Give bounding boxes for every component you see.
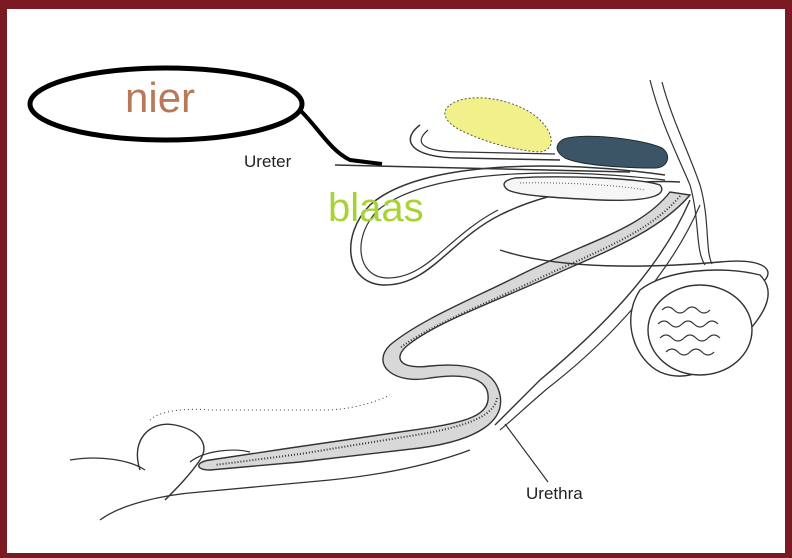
urethra-label: Urethra bbox=[526, 484, 583, 504]
nier-leader-line bbox=[300, 110, 382, 164]
ureter-label: Ureter bbox=[244, 152, 291, 172]
body-outline-top bbox=[150, 395, 390, 420]
testis bbox=[648, 285, 752, 375]
urethra-tube bbox=[199, 192, 690, 470]
urethra-pointer bbox=[505, 424, 548, 482]
blaas-label: blaas bbox=[328, 186, 424, 231]
spermatic-cord-2 bbox=[662, 82, 712, 264]
dark-gland bbox=[557, 136, 668, 168]
seminal-vesicle bbox=[445, 98, 551, 152]
prepuce bbox=[137, 424, 203, 500]
spermatic-cord bbox=[650, 80, 705, 265]
nier-label: nier bbox=[125, 74, 195, 122]
bladder bbox=[504, 177, 662, 201]
